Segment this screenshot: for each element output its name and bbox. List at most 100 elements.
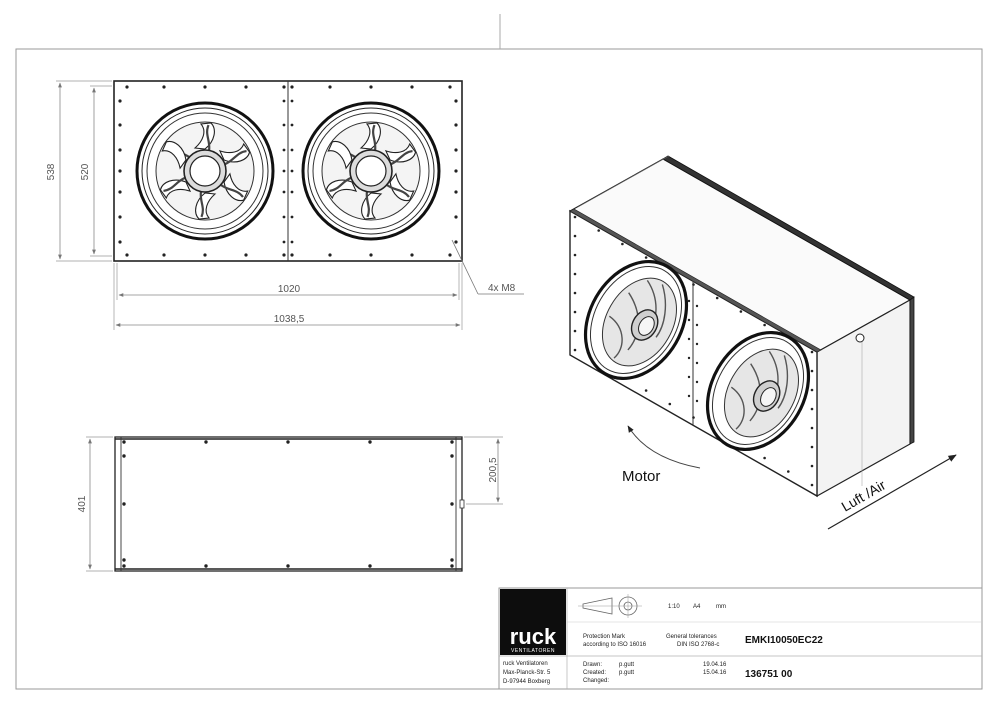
motor-label: Motor bbox=[622, 468, 660, 485]
side-hole bbox=[368, 440, 372, 444]
iso-hole bbox=[687, 299, 691, 303]
title-block: ruck VENTILATOREN ruck Ventilatoren Max-… bbox=[498, 587, 983, 690]
side-view-holes bbox=[122, 440, 454, 568]
side-view-outline bbox=[114, 436, 463, 572]
bolt-hole bbox=[282, 190, 286, 194]
impeller-blade bbox=[325, 179, 358, 200]
iso-hole bbox=[687, 356, 691, 360]
iso-hole bbox=[739, 310, 743, 313]
impeller-spoke bbox=[390, 149, 413, 166]
bolt-hole bbox=[203, 85, 207, 89]
bolt-hole bbox=[290, 253, 294, 257]
iso-hole bbox=[597, 229, 600, 232]
impeller-spoke bbox=[199, 191, 204, 218]
impeller-blade bbox=[389, 172, 415, 202]
iso-cable-gland bbox=[855, 333, 865, 343]
bolt-hole bbox=[118, 215, 122, 219]
iso-hole bbox=[715, 296, 719, 300]
bolt-hole bbox=[118, 240, 122, 244]
iso-hole bbox=[668, 402, 672, 406]
iso-hole bbox=[695, 361, 699, 365]
bolt-hole bbox=[118, 190, 122, 194]
iso-hole bbox=[810, 369, 814, 373]
address-line-1: ruck Ventilatoren bbox=[503, 661, 548, 667]
side-hole bbox=[286, 564, 290, 568]
bolt-hole bbox=[282, 99, 286, 103]
bolt-hole bbox=[290, 85, 294, 89]
iso-hole bbox=[810, 445, 814, 449]
tolerances-line-1: General tolerances bbox=[666, 634, 717, 640]
bolt-hole bbox=[118, 123, 122, 127]
iso-hole bbox=[692, 283, 695, 286]
created-date: 15.04.16 bbox=[703, 670, 727, 676]
bolt-hole bbox=[454, 99, 458, 103]
created-label: Created: bbox=[583, 670, 606, 676]
bolt-hole bbox=[118, 99, 122, 103]
iso-hole bbox=[573, 310, 577, 314]
iso-fan-left bbox=[583, 259, 689, 381]
impeller-spoke bbox=[372, 124, 377, 151]
iso-hole bbox=[810, 407, 814, 411]
impeller-spoke bbox=[220, 184, 244, 198]
impeller-blade bbox=[159, 179, 192, 200]
dim-offset: 200,5 bbox=[464, 436, 503, 505]
bolt-hole bbox=[290, 169, 294, 173]
iso-hole bbox=[695, 323, 699, 327]
iso-hole bbox=[695, 304, 699, 308]
iso-hole bbox=[810, 464, 814, 468]
bolt-hole bbox=[282, 240, 286, 244]
impeller-blade bbox=[327, 140, 353, 170]
ruck-logo bbox=[500, 589, 566, 655]
iso-hole bbox=[687, 318, 691, 322]
bolt-hole bbox=[454, 215, 458, 219]
bolt-hole bbox=[282, 85, 286, 89]
bolt-hole bbox=[290, 148, 294, 152]
isometric-view: Motor Luft /Air bbox=[568, 155, 957, 530]
bolt-hole bbox=[290, 99, 294, 103]
impeller-blade bbox=[161, 140, 187, 170]
iso-hole bbox=[763, 323, 766, 327]
iso-hole bbox=[621, 242, 624, 246]
impeller-spoke bbox=[224, 149, 247, 166]
iso-hole bbox=[573, 329, 577, 333]
address-line-2: Max-Planck-Str. 5 bbox=[503, 670, 551, 676]
side-hole bbox=[368, 564, 372, 568]
bolt-hole bbox=[410, 85, 414, 89]
dim-401-label: 401 bbox=[77, 495, 88, 512]
iso-hole bbox=[687, 337, 691, 341]
dim-height-inner: 520 bbox=[80, 85, 112, 257]
motor-rotation-arrow bbox=[627, 425, 701, 469]
bolt-hole bbox=[118, 169, 122, 173]
bolt-hole bbox=[410, 253, 414, 257]
bolt-hole bbox=[369, 85, 373, 89]
impeller-spoke bbox=[365, 191, 370, 218]
bolt-hole bbox=[282, 215, 286, 219]
side-hole bbox=[204, 564, 208, 568]
dim-538-label: 538 bbox=[46, 163, 57, 180]
iso-hole bbox=[573, 215, 577, 219]
scale-value: 1:10 bbox=[668, 604, 680, 610]
iso-hole bbox=[573, 291, 577, 295]
impeller-spoke bbox=[206, 124, 211, 151]
front-view: 538 520 1020 1038,5 4x M8 bbox=[46, 80, 524, 330]
impeller-blades bbox=[159, 122, 251, 220]
side-hole bbox=[122, 454, 126, 458]
iso-hole bbox=[692, 416, 695, 419]
dim-1020-label: 1020 bbox=[278, 284, 301, 295]
bolt-hole bbox=[290, 190, 294, 194]
created-by: p.gutt bbox=[619, 670, 634, 676]
fan-right bbox=[301, 101, 441, 241]
protection-mark-line-2: according to ISO 16016 bbox=[583, 642, 647, 648]
side-hole bbox=[286, 440, 290, 444]
logo-subtext: VENTILATOREN bbox=[511, 648, 555, 654]
iso-hole bbox=[573, 348, 577, 352]
dim-200-label: 200,5 bbox=[488, 457, 499, 482]
front-view-bolt-holes bbox=[118, 85, 458, 257]
iso-hole bbox=[787, 470, 790, 473]
side-hole bbox=[204, 440, 208, 444]
bolt-hole bbox=[125, 253, 129, 257]
iso-hole bbox=[687, 375, 691, 379]
bolt-hole bbox=[454, 169, 458, 173]
bolt-hole bbox=[448, 253, 452, 257]
side-hole bbox=[450, 564, 454, 568]
